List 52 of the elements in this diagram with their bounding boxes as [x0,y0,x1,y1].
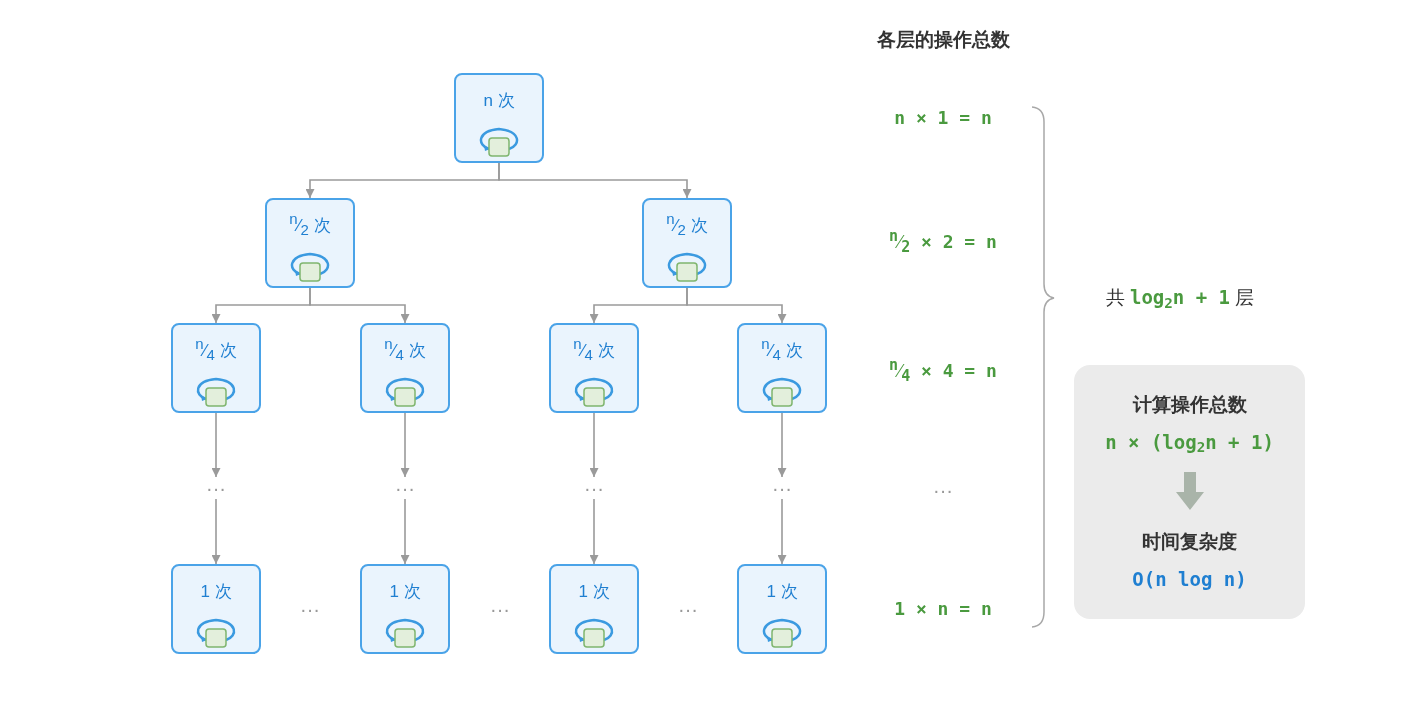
call-count: 1 次 [389,581,421,603]
call-count: $^{n}$⁄$_{4}$ 次 [573,340,615,362]
call-count: 1 次 [578,581,610,603]
arrow [400,498,410,565]
arrow [777,412,787,478]
call-count: 1 次 [766,581,798,603]
call-count: n 次 [483,90,515,112]
call-count: $^{n}$⁄$_{2}$ 次 [666,215,708,237]
arrow [777,498,787,565]
ellipsis: ··· [933,478,953,503]
arrow [400,412,410,478]
call-box [171,564,261,654]
level-total: n × 1 = n [894,105,992,130]
call-box [737,323,827,413]
call-box [360,564,450,654]
ellipsis: ··· [762,477,802,499]
call-box [454,73,544,163]
ellipsis: ··· [490,597,510,622]
ellipsis: ··· [385,477,425,499]
arrow [309,287,410,324]
ellipsis: ··· [678,597,698,622]
level-total: 1 × n = n [894,596,992,621]
ellipsis: ··· [574,477,614,499]
layer-count: 共 log$_{2}$n + 1 层 [1105,285,1255,313]
call-box [642,198,732,288]
formula: n × (log$_{2}$n + 1) [1105,429,1274,456]
call-box [549,564,639,654]
arrow [211,498,221,565]
ellipsis: ··· [300,597,320,622]
complexity-formula: O(n log n) [1132,566,1247,592]
call-box [171,323,261,413]
call-count: $^{n}$⁄$_{2}$ 次 [289,215,331,237]
level-total: $^{n}$⁄$_{4}$ × 4 = n [889,356,997,384]
arrow [589,412,599,478]
ellipsis: ··· [196,477,236,499]
call-count: $^{n}$⁄$_{4}$ 次 [384,340,426,362]
call-count: $^{n}$⁄$_{4}$ 次 [761,340,803,362]
summary-panel [1074,365,1305,619]
level-total: $^{n}$⁄$_{2}$ × 2 = n [889,227,997,255]
call-box [737,564,827,654]
call-count: 1 次 [200,581,232,603]
arrow [498,162,692,199]
call-box [360,323,450,413]
arrow [211,412,221,478]
column-heading: 各层的操作总数 [876,27,1010,52]
arrow [589,498,599,565]
call-box [549,323,639,413]
call-count: $^{n}$⁄$_{4}$ 次 [195,340,237,362]
summary-heading: 时间复杂度 [1142,530,1237,554]
call-box [265,198,355,288]
summary-heading: 计算操作总数 [1132,393,1247,417]
arrow [686,287,787,324]
